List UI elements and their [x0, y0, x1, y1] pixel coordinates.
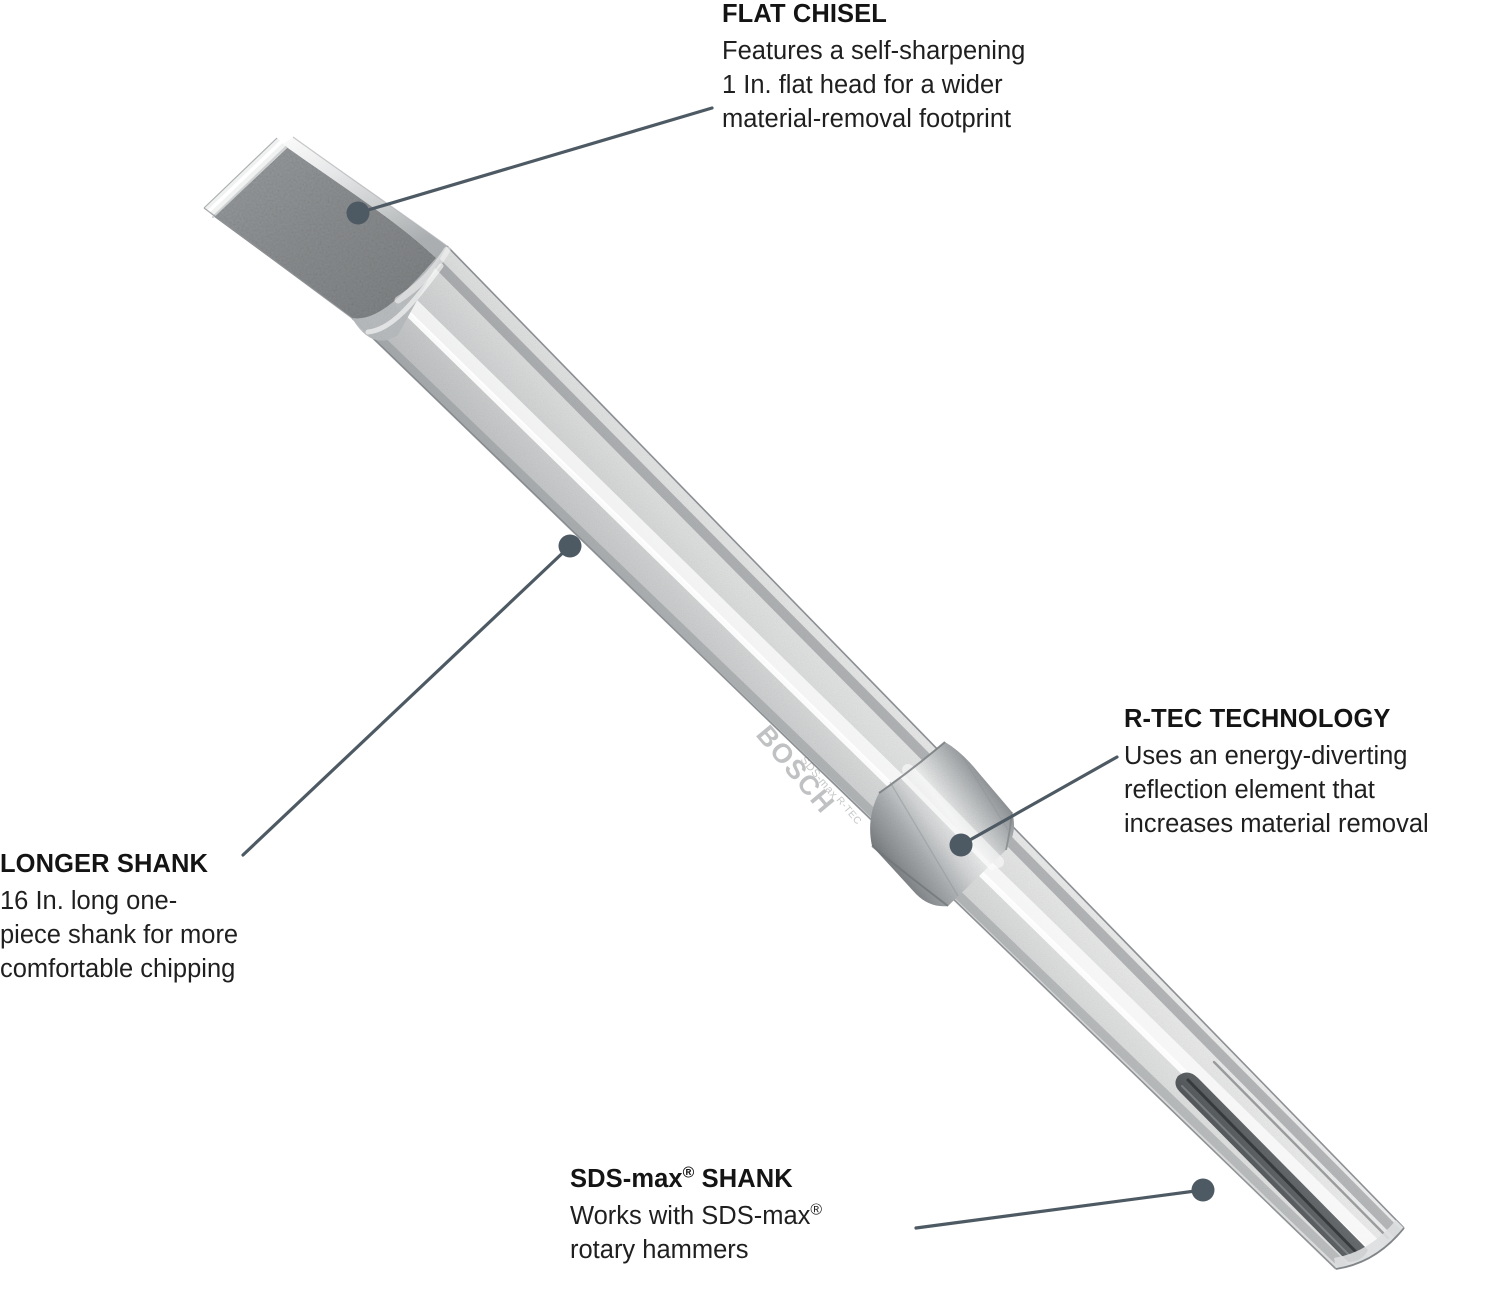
- callout-title-text: SDS-max: [570, 1165, 683, 1193]
- callout-body-line: Uses an energy-diverting: [1124, 741, 1408, 770]
- callout-body-line: reflection element that: [1124, 775, 1375, 804]
- callout-flat-chisel: FLAT CHISEL Features a self-sharpening 1…: [722, 0, 1142, 137]
- callout-body-line: Features a self-sharpening: [722, 36, 1026, 65]
- leader-lines: [241, 106, 1215, 1230]
- callout-title-r-tec: R-TEC TECHNOLOGY: [1124, 705, 1391, 733]
- callout-body-line: 16 In. long one-: [0, 886, 178, 915]
- callout-title-text-tail: SHANK: [694, 1165, 793, 1193]
- callout-body-line: Works with SDS-max®: [570, 1199, 970, 1233]
- chisel-body: BOSCH SDS-max R-TEC: [203, 136, 1405, 1270]
- sds-max-groove: [1175, 1060, 1390, 1262]
- callout-longer-shank: LONGER SHANK 16 In. long one- piece shan…: [0, 848, 340, 987]
- callout-title-sds-max-shank: SDS-max® SHANK: [570, 1163, 970, 1196]
- callout-body-longer-shank: 16 In. long one- piece shank for more co…: [0, 884, 340, 987]
- leader-flat-chisel: [346, 106, 714, 225]
- callout-r-tec-technology: R-TEC TECHNOLOGY Uses an energy-divertin…: [1124, 703, 1500, 842]
- callout-title-longer-shank: LONGER SHANK: [0, 850, 209, 878]
- callout-body-line: 1 In. flat head for a wider: [722, 70, 1003, 99]
- callout-body-r-tec: Uses an energy-diverting reflection elem…: [1124, 739, 1500, 842]
- callout-body-sds-max-shank: Works with SDS-max® rotary hammers: [570, 1199, 970, 1268]
- callout-body-line: piece shank for more: [0, 920, 239, 949]
- callout-title-flat-chisel: FLAT CHISEL: [722, 0, 887, 28]
- callout-body-line: rotary hammers: [570, 1235, 749, 1264]
- flat-chisel-blade: [203, 136, 451, 341]
- leader-r-tec: [949, 755, 1119, 857]
- chisel-shaft: [351, 245, 1405, 1270]
- callout-body-line: comfortable chipping: [0, 955, 236, 984]
- callout-body-text: Works with SDS-max: [570, 1201, 811, 1230]
- callout-sds-max-shank: SDS-max® SHANK Works with SDS-max® rotar…: [570, 1163, 970, 1267]
- leader-sds-max-shank: [914, 1178, 1215, 1230]
- leader-longer-shank: [241, 534, 582, 857]
- shank-end-cap: [1334, 1220, 1405, 1270]
- callout-body-flat-chisel: Features a self-sharpening 1 In. flat he…: [722, 34, 1142, 137]
- registered-trademark-icon: ®: [810, 1201, 823, 1219]
- callout-body-line: increases material removal: [1124, 810, 1429, 839]
- registered-trademark-icon: ®: [682, 1164, 695, 1182]
- r-tec-collar: [870, 741, 1014, 907]
- callout-body-line: material-removal footprint: [722, 105, 1012, 134]
